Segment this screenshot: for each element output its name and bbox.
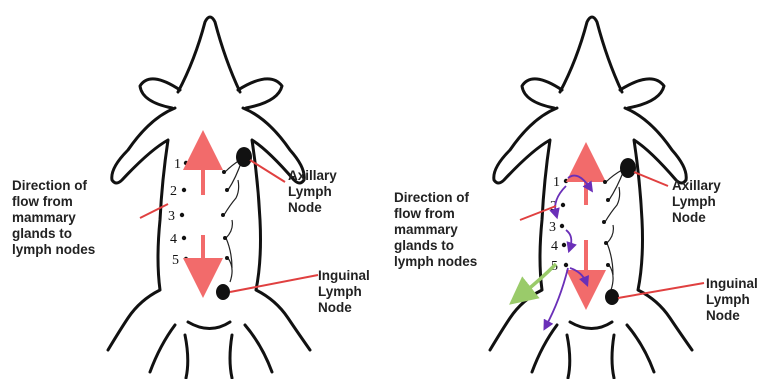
axillary-lymph-node-label: Axillary Lymph Node — [672, 178, 725, 225]
left-panel: 1 2 3 4 5 — [12, 17, 374, 378]
gland-number-2: 2 — [170, 184, 177, 199]
mouse-outline — [108, 17, 310, 378]
inguinal-pointer — [618, 283, 704, 298]
gland-number-5: 5 — [172, 253, 179, 268]
gland-numbers: 1 2 3 4 5 — [168, 157, 181, 268]
gland-numbers: 1 2 3 4 5 — [549, 175, 560, 274]
gland-number-1: 1 — [553, 175, 560, 190]
lymph-vessels — [602, 170, 624, 290]
gland-number-4: 4 — [170, 232, 177, 247]
gland-number-4: 4 — [551, 239, 558, 254]
inguinal-lymph-node-label: Inguinal Lymph Node — [318, 268, 374, 315]
axillary-lymph-node — [236, 147, 252, 167]
gland-number-3: 3 — [549, 220, 556, 235]
inguinal-lymph-node-label: Inguinal Lymph Node — [706, 276, 762, 323]
mouse-outline — [490, 17, 692, 378]
axillary-lymph-node — [620, 158, 636, 178]
inguinal-lymph-node — [605, 289, 619, 305]
gland-number-1: 1 — [174, 157, 181, 172]
route-5-short — [570, 268, 586, 282]
route-3-to-4 — [566, 230, 571, 248]
gland-dots-left-column — [180, 161, 188, 261]
flow-direction-label: Direction of flow from mammary glands to… — [12, 178, 95, 257]
inguinal-pointer — [230, 275, 318, 292]
flow-label-pointer — [140, 204, 168, 218]
flow-direction-label: Direction of flow from mammary glands to… — [394, 190, 477, 269]
lymph-vessels — [221, 160, 242, 282]
inguinal-lymph-node — [216, 284, 230, 300]
right-panel: 1 2 3 4 5 — [394, 17, 762, 378]
route-5-to-leg — [546, 268, 568, 326]
gland-number-3: 3 — [168, 209, 175, 224]
axillary-lymph-node-label: Axillary Lymph Node — [288, 168, 341, 215]
